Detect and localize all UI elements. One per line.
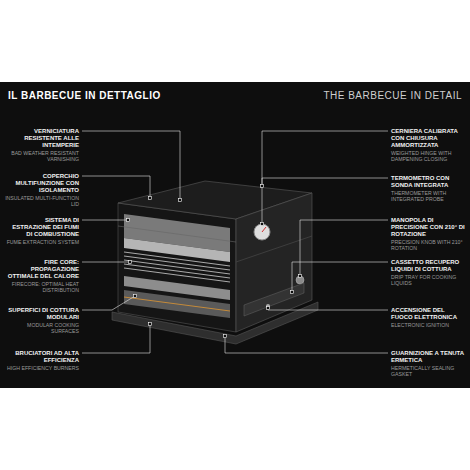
callout-label: CERNIERA CALIBRATA CON CHIUSURA AMMORTIZ…	[391, 128, 465, 149]
callout-translation: PRECISION KNOB WITH 210° ROTATION	[391, 239, 465, 251]
leader-markers	[127, 185, 302, 338]
callout-label: VERNICIATURA RESISTENTE ALLE INTEMPERIE	[5, 128, 79, 149]
callout-group: GUARNIZIONE A TENUTA ERMETICAHERMETICALL…	[391, 350, 465, 377]
callout-label: COPERCHIO MULTIFUNZIONE CON ISOLAMENTO	[5, 173, 79, 194]
callout-group: COPERCHIO MULTIFUNZIONE CON ISOLAMENTOIN…	[5, 173, 79, 207]
callout-group: CASSETTO RECUPERO LIQUIDI DI COTTURADRIP…	[391, 259, 465, 286]
callout-group: ACCENSIONE DEL FUOCO ELETTRONICAELECTRON…	[391, 307, 465, 328]
callout-group: CERNIERA CALIBRATA CON CHIUSURA AMMORTIZ…	[391, 128, 465, 162]
callout-label: SUPERFICI DI COTTURA MODULARI	[5, 307, 79, 321]
callout-translation: ELECTRONIC IGNITION	[391, 322, 465, 328]
callout-translation: INSULATED MULTI-FUNCTION LID	[5, 195, 79, 207]
callout-label: GUARNIZIONE A TENUTA ERMETICA	[391, 350, 465, 364]
callout-label: FIRE CORE: PROPAGAZIONE OTTIMALE DEL CAL…	[5, 259, 79, 280]
callout-label: ACCENSIONE DEL FUOCO ELETTRONICA	[391, 307, 465, 321]
callout-translation: HERMETICALLY SEALING GASKET	[391, 365, 465, 377]
barbecue-drawing	[112, 181, 318, 344]
callout-group: BRUCIATORI AD ALTA EFFICIENZAHIGH EFFICI…	[5, 350, 79, 371]
leader-lines	[82, 131, 388, 353]
callout-translation: THERMOMETER WITH INTEGRATED PROBE	[391, 190, 465, 202]
callout-label: CASSETTO RECUPERO LIQUIDI DI COTTURA	[391, 259, 465, 273]
callout-translation: BAD WEATHER RESISTANT VARNISHING	[5, 150, 79, 162]
subtitle: THE BARBECUE IN DETAIL	[323, 90, 462, 101]
callout-translation: WEIGHTED HINGE WITH DAMPENING CLOSING	[391, 150, 465, 162]
callout-translation: FIRECORE: OPTIMAL HEAT DISTRIBUTION	[5, 281, 79, 293]
callout-group: SUPERFICI DI COTTURA MODULARIMODULAR COO…	[5, 307, 79, 334]
callout-group: SISTEMA DI ESTRAZIONE DEI FUMI DI COMBUS…	[5, 217, 79, 245]
callout-label: SISTEMA DI ESTRAZIONE DEI FUMI DI COMBUS…	[5, 217, 79, 238]
callout-translation: FUME EXTRACTION SYSTEM	[5, 239, 79, 245]
callout-group: VERNICIATURA RESISTENTE ALLE INTEMPERIEB…	[5, 128, 79, 162]
callout-label: TERMOMETRO CON SONDA INTEGRATA	[391, 175, 465, 189]
callout-translation: HIGH EFFICIENCY BURNERS	[5, 365, 79, 371]
callout-group: TERMOMETRO CON SONDA INTEGRATATHERMOMETE…	[391, 175, 465, 202]
callout-translation: DRIP TRAY FOR COOKING LIQUIDS	[391, 274, 465, 286]
dark-band	[0, 82, 470, 388]
callout-label: MANOPOLA DI PRECISIONE CON 210° DI ROTAZ…	[391, 217, 465, 238]
callout-group: MANOPOLA DI PRECISIONE CON 210° DI ROTAZ…	[391, 217, 465, 251]
callout-label: BRUCIATORI AD ALTA EFFICIENZA	[5, 350, 79, 364]
callout-translation: MODULAR COOKING SURFACES	[5, 322, 79, 334]
title: IL BARBECUE IN DETTAGLIO	[8, 90, 161, 101]
callout-group: FIRE CORE: PROPAGAZIONE OTTIMALE DEL CAL…	[5, 259, 79, 293]
